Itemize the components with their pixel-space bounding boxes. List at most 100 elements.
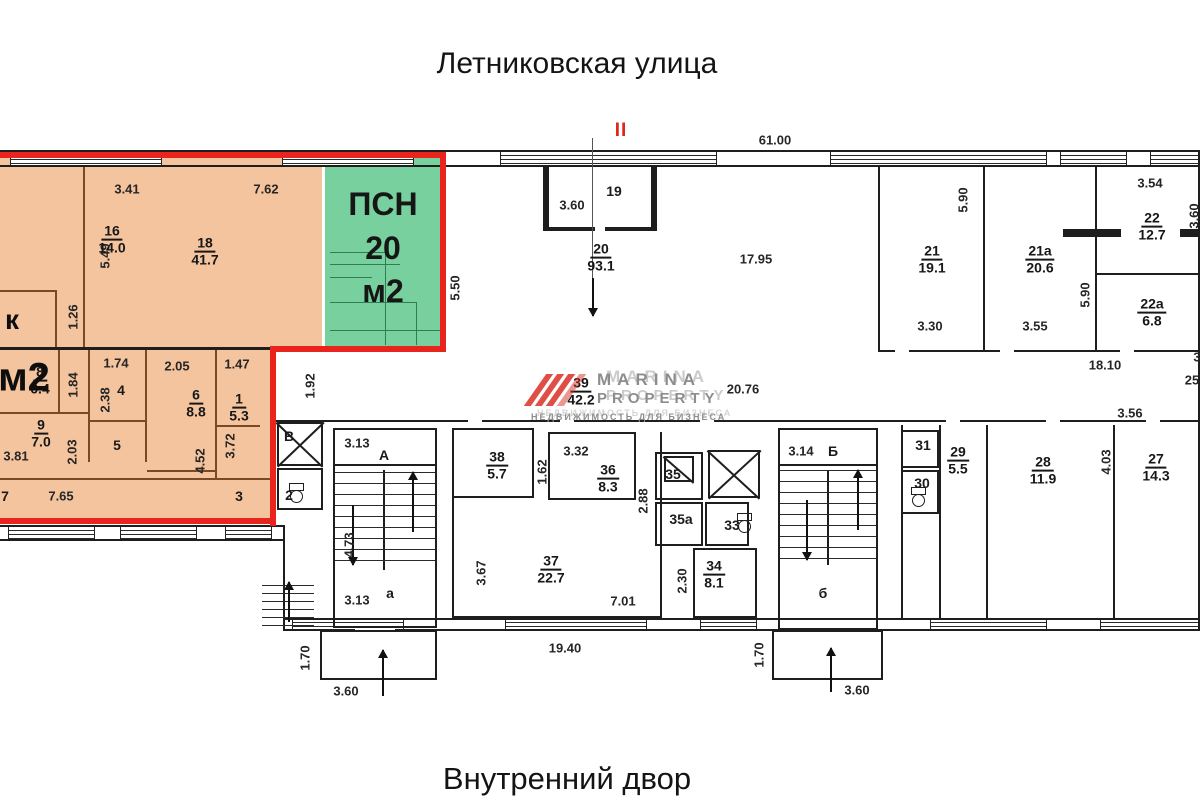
wall — [660, 432, 662, 618]
stair-step-line — [780, 525, 876, 526]
wall — [543, 227, 595, 231]
wall — [283, 525, 285, 631]
dim-label: 3.56 — [1117, 405, 1143, 421]
wall — [878, 350, 1200, 352]
dim-label: 1.70 — [751, 642, 767, 668]
wall — [215, 350, 217, 478]
highlight-green-psn — [325, 158, 441, 348]
room-31-box — [901, 430, 939, 468]
entrance-porch — [772, 630, 883, 680]
toilet-icon — [736, 512, 752, 534]
dim-label: 1.70 — [297, 645, 313, 671]
wall — [330, 302, 416, 303]
dim-label: 3.67 — [473, 560, 489, 586]
wall — [1095, 167, 1097, 352]
psn-highlight-label: ПСН 20 м2 — [327, 186, 439, 310]
dim-label: 4.73 — [341, 532, 357, 558]
wall — [330, 330, 440, 331]
dim-label: 3.81 — [3, 448, 29, 464]
wall — [946, 420, 960, 424]
dim-label: 18.10 — [1088, 357, 1122, 373]
stairwell-b-box — [778, 428, 878, 630]
wall — [330, 277, 372, 278]
wall — [543, 167, 549, 229]
wall — [330, 264, 400, 265]
window — [1150, 152, 1200, 165]
dim-label: 5.90 — [1077, 282, 1093, 308]
dim-label: 5.90 — [955, 187, 971, 213]
dim-label: 20.76 — [726, 381, 760, 397]
wall — [283, 629, 1200, 631]
watermark-brand-line2: PROPERTY — [597, 390, 720, 407]
plan-mark-33: 33 — [724, 517, 740, 533]
wall — [778, 464, 878, 466]
wall — [383, 470, 385, 570]
highlight-red-outline — [270, 346, 276, 526]
wall — [88, 420, 147, 422]
wall — [0, 165, 1200, 167]
plan-mark-4: 4 — [117, 382, 125, 398]
dim-label: 4.03 — [1098, 449, 1114, 475]
watermark-tagline: НЕДВИЖИМОСТЬ ДЛЯ БИЗНЕСА — [531, 412, 727, 422]
direction-arrow-icon — [853, 469, 863, 530]
stair-step-line — [780, 536, 876, 537]
dim-label: 1.84 — [65, 372, 81, 398]
window — [8, 527, 95, 539]
stair-step-line — [335, 483, 435, 484]
wall — [651, 167, 657, 229]
wall — [215, 425, 260, 427]
plan-mark-В: В — [283, 428, 295, 444]
stair-step-line — [335, 472, 435, 473]
dim-label: 3.41 — [114, 181, 140, 197]
plan-mark-5: 5 — [113, 437, 121, 453]
dim-label: 1.92 — [302, 373, 318, 399]
wall — [592, 138, 593, 298]
wall — [827, 470, 829, 565]
stair-step-line — [335, 538, 435, 539]
highlight-orange-upper — [0, 158, 322, 348]
wall — [560, 420, 574, 424]
room-35-box — [655, 452, 703, 500]
dim-label: 3.13 — [344, 592, 370, 608]
wall — [0, 525, 285, 527]
wall — [983, 167, 985, 352]
direction-arrow-icon — [408, 471, 418, 532]
psn-line-2: 20 — [365, 229, 401, 266]
plan-mark-35а: 35а — [669, 511, 693, 527]
wall — [986, 425, 988, 618]
dim-label: 19.40 — [548, 640, 582, 656]
plan-mark-7: 7 — [1, 488, 9, 504]
wall — [1095, 273, 1200, 275]
dim-label: 7.65 — [48, 488, 74, 504]
watermark-brand-line1: MARINA — [597, 370, 701, 389]
room-35a-box — [655, 502, 703, 546]
psn-line-1: ПСН — [348, 186, 418, 222]
elevator-box — [708, 450, 760, 498]
highlight-orange-lower — [0, 350, 270, 520]
stair-step-line — [780, 492, 876, 493]
plan-mark-3: 3 — [235, 488, 243, 504]
window — [1100, 619, 1200, 629]
dim-label: 2.88 — [635, 488, 651, 514]
wall — [700, 420, 714, 424]
window — [500, 152, 717, 165]
stair-step-line — [335, 494, 435, 495]
stair-step-line — [335, 549, 435, 550]
wall — [1120, 349, 1134, 353]
dim-label: 3 — [1193, 349, 1200, 365]
wall — [272, 420, 1200, 422]
dim-label: 1.47 — [224, 356, 250, 372]
wall — [1063, 229, 1121, 237]
street-label: Летниковская улица — [436, 47, 718, 80]
wall — [468, 420, 482, 424]
wall — [452, 616, 662, 618]
wall — [0, 539, 285, 541]
dim-label: 17.95 — [739, 251, 773, 267]
